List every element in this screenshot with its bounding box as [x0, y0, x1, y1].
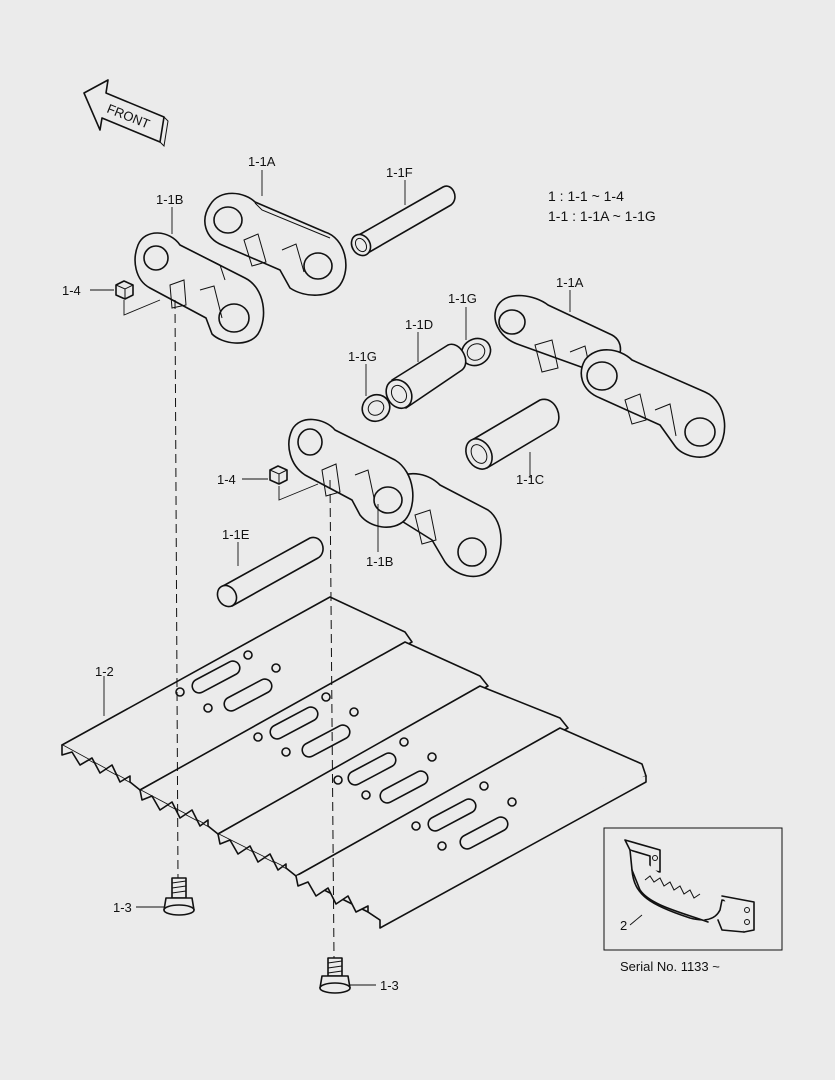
callout-1-1g-left: 1-1G: [348, 349, 377, 364]
callout-1-3-right: 1-3: [380, 978, 399, 993]
link-1-1a-right: [494, 294, 726, 458]
callout-1-1f: 1-1F: [386, 165, 413, 180]
track-shoe-1-2: [61, 596, 647, 929]
front-arrow-icon: FRONT: [83, 79, 169, 148]
bolt-1-3-left: [163, 877, 195, 916]
assembly-note-line-1: 1 : 1-1 ~ 1-4: [548, 188, 624, 204]
callout-1-4-middle: 1-4: [217, 472, 236, 487]
handle-part-2-icon: [624, 839, 755, 933]
callout-1-1a-right: 1-1A: [556, 275, 584, 290]
callout-1-3-left: 1-3: [113, 900, 132, 915]
callout-1-1c: 1-1C: [516, 472, 544, 487]
callout-1-1b-middle: 1-1B: [366, 554, 393, 569]
callout-1-1a-upper: 1-1A: [248, 154, 276, 169]
assembly-note-line-2: 1-1 : 1-1A ~ 1-1G: [548, 208, 656, 224]
inset-box: 2: [603, 827, 783, 951]
bolt-1-3-right: [319, 957, 351, 994]
callout-part-2: 2: [620, 918, 627, 933]
callout-1-1d: 1-1D: [405, 317, 433, 332]
assembly-axis-left: [174, 299, 179, 881]
callout-1-1b-upper: 1-1B: [156, 192, 183, 207]
pin-1-1e: [216, 536, 324, 608]
assembly-axis-right: [329, 479, 335, 959]
callout-1-1g-right: 1-1G: [448, 291, 477, 306]
link-1-1b-upper: [134, 232, 265, 344]
nut-1-4-upper: [115, 280, 134, 300]
callout-1-4-upper: 1-4: [62, 283, 81, 298]
inset-serial-caption: Serial No. 1133 ~: [620, 959, 720, 974]
seal-1-1g-left: [361, 393, 391, 423]
bushing-1-1c: [465, 398, 560, 470]
bushing-1-1d: [385, 343, 467, 410]
link-1-1a-upper: [204, 192, 347, 296]
callout-1-1e: 1-1E: [222, 527, 250, 542]
pin-1-1f: [350, 185, 456, 257]
link-1-1b-middle: [288, 418, 502, 578]
nut-1-4-middle: [269, 465, 288, 485]
callout-1-2: 1-2: [95, 664, 114, 679]
